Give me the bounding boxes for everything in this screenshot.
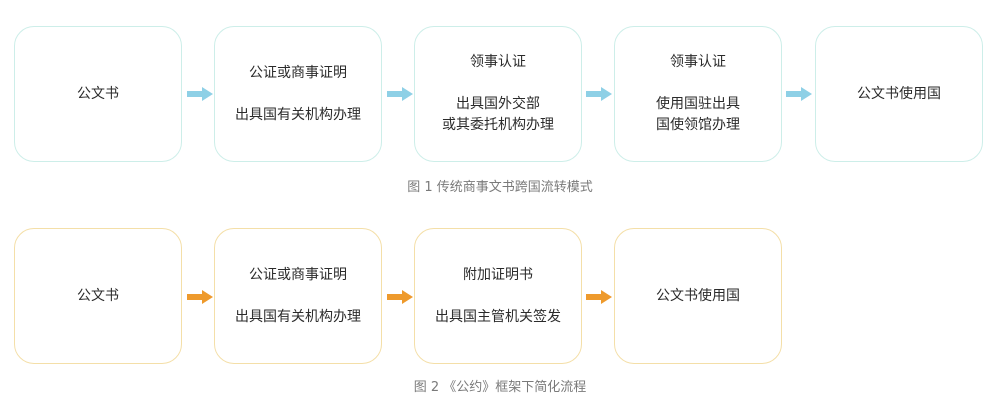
flow2-arrow-3 [586,290,612,304]
box-desc: 出具国有关机构办理 [235,106,361,123]
flow1-box-consular-1: 领事认证 出具国外交部 或其委托机构办理 [414,26,582,162]
flow2-box-destination: 公文书使用国 [614,228,782,364]
flow1-box-destination: 公文书使用国 [815,26,983,162]
flow1-arrow-4 [786,87,812,101]
box-title: 公证或商事证明 [249,64,347,81]
box-title: 公证或商事证明 [249,266,347,283]
flow1-arrow-1 [187,87,213,101]
flow2-box-notarization: 公证或商事证明 出具国有关机构办理 [214,228,382,364]
flow2-box-document: 公文书 [14,228,182,364]
flow1-arrow-2 [387,87,413,101]
box-desc-2: 或其委托机构办理 [442,117,554,133]
flow2-box-apostille: 附加证明书 出具国主管机关签发 [414,228,582,364]
flow1-box-notarization: 公证或商事证明 出具国有关机构办理 [214,26,382,162]
flow1-box-consular-2: 领事认证 使用国驻出具 国使领馆办理 [614,26,782,162]
box-desc-1: 出具国外交部 [456,96,540,112]
flow2-arrow-2 [387,290,413,304]
box-desc-2: 国使领馆办理 [656,117,740,133]
box-desc: 出具国有关机构办理 [235,308,361,325]
box-title: 领事认证 [470,54,526,70]
flow1-arrow-3 [586,87,612,101]
box-desc: 出具国主管机关签发 [435,308,561,325]
box-desc-1: 使用国驻出具 [656,96,740,112]
box-title: 公文书 [77,287,119,304]
figure-1-caption: 图 1 传统商事文书跨国流转模式 [407,180,593,195]
flow1-box-document: 公文书 [14,26,182,162]
flow2-arrow-1 [187,290,213,304]
figure-2-caption: 图 2 《公约》框架下简化流程 [413,380,587,395]
box-title: 公文书 [77,85,119,102]
box-title: 领事认证 [670,54,726,70]
box-title: 公文书使用国 [656,287,740,304]
box-title: 附加证明书 [463,266,533,283]
box-title: 公文书使用国 [857,85,941,102]
